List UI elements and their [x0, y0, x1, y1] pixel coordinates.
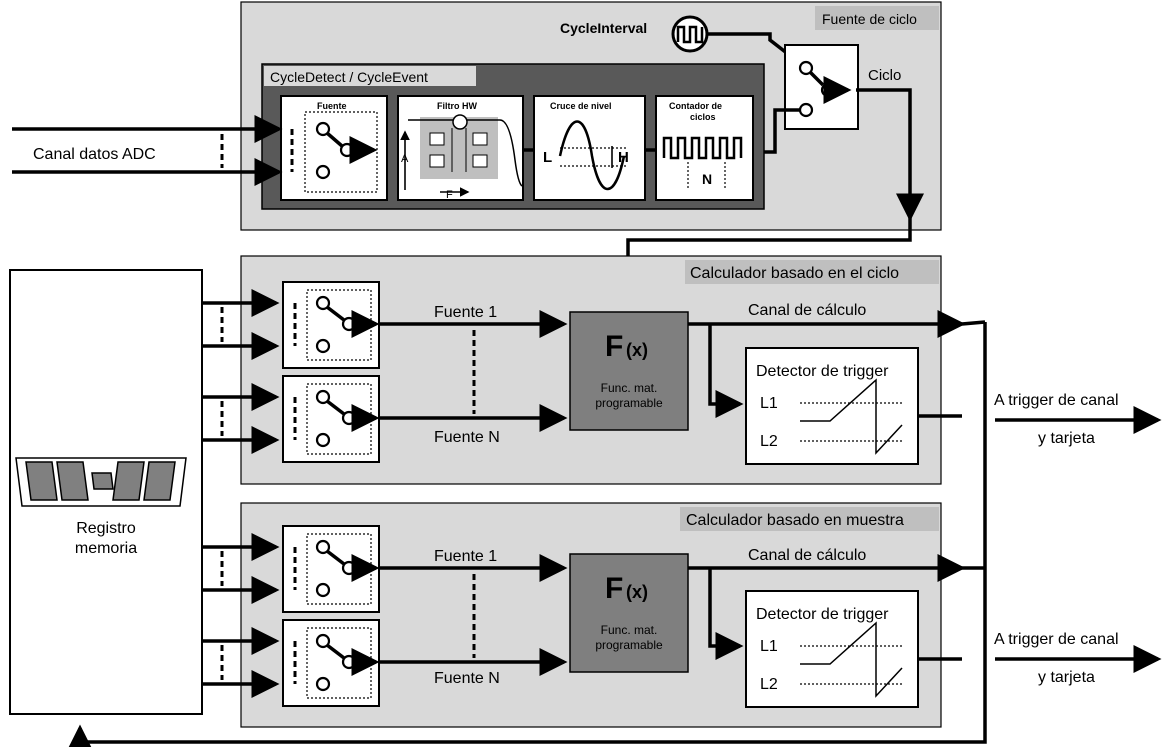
adc-label: Canal datos ADC	[33, 146, 156, 163]
memory-label-line2: memoria	[75, 540, 137, 557]
calc1-trigger-title: Detector de trigger	[756, 363, 889, 380]
filter-axis-a: A	[401, 153, 409, 165]
calc2-source-first: Fuente 1	[434, 548, 497, 565]
cycle-output-label: Ciclo	[868, 67, 901, 84]
calc2-trigger-detector: Detector de trigger L1 L2	[745, 590, 919, 708]
level-cross-block: Cruce de nivel L H	[533, 95, 646, 201]
calc1-source-last: Fuente N	[434, 429, 500, 446]
calc1-function-symbol: F	[605, 330, 623, 363]
memory-chip-icon	[25, 461, 176, 501]
cycle-calculator-panel: Calculador basado en el ciclo Fuente	[240, 255, 966, 485]
calc1-function-arg: (x)	[626, 340, 648, 360]
calc2-output-label: Canal de cálculo	[748, 547, 866, 564]
level-cross-title: Cruce de nivel	[550, 101, 612, 111]
calc2-trigger-l2: L2	[760, 676, 778, 693]
feedback-line	[66, 322, 987, 747]
filter-block-title: Filtro HW	[437, 101, 477, 111]
memory-label-line1: Registro	[76, 520, 136, 537]
level-high-label: H	[618, 149, 629, 166]
calc1-function-desc1: Func. mat.	[601, 381, 658, 395]
memory-register: Registro memoria	[9, 269, 203, 715]
calc2-function-symbol: F	[605, 572, 623, 605]
calc1-output-label: Canal de cálculo	[748, 302, 866, 319]
calc2-trigger-out-line2: y tarjeta	[1038, 669, 1095, 686]
calc1-trigger-out-line2: y tarjeta	[1038, 430, 1095, 447]
calc2-function-arg: (x)	[626, 582, 648, 602]
calc1-source-switch-n	[282, 375, 380, 463]
calc2-title: Calculador basado en muestra	[686, 512, 904, 529]
calc2-function-block: F (x) Func. mat. programable	[569, 553, 689, 673]
calc1-trigger-detector: Detector de trigger L1 L2	[745, 347, 919, 465]
calc2-source-last: Fuente N	[434, 670, 500, 687]
calc1-function-block: F (x) Func. mat. programable	[569, 311, 689, 431]
source-block: Fuente	[280, 95, 388, 201]
calc2-function-desc2: programable	[595, 638, 663, 652]
calc1-title: Calculador basado en el ciclo	[690, 265, 899, 282]
counter-title-line1: Contador de	[669, 101, 722, 111]
calc2-source-switch-1	[282, 525, 380, 613]
cycle-selector-switch	[784, 44, 859, 130]
calc2-trigger-l1: L1	[760, 638, 778, 655]
calc1-memory-links	[202, 289, 280, 454]
source-block-title: Fuente	[317, 101, 347, 111]
cycle-output-line	[856, 88, 924, 222]
calc1-trigger-l2: L2	[760, 433, 778, 450]
cycle-source-title: Fuente de ciclo	[822, 11, 917, 27]
calc1-source-switch-1	[282, 281, 380, 369]
counter-title-line2: ciclos	[690, 112, 716, 122]
calc1-function-desc2: programable	[595, 396, 663, 410]
cycle-detect-title: CycleDetect / CycleEvent	[270, 69, 428, 85]
calc1-trigger-l1: L1	[760, 395, 778, 412]
calc2-function-desc1: Func. mat.	[601, 623, 658, 637]
calc2-trigger-out-line1: A trigger de canal	[994, 631, 1119, 648]
counter-n-label: N	[702, 171, 712, 187]
calc2-memory-links	[202, 533, 280, 698]
filter-block: Filtro HW A F	[397, 95, 524, 201]
calc2-source-switch-n	[282, 619, 380, 707]
adc-input: Canal datos ADC	[12, 115, 283, 186]
cycle-source-panel: Fuente de ciclo CycleInterval Ciclo Cycl…	[240, 1, 942, 231]
calc1-trigger-out-line1: A trigger de canal	[994, 392, 1119, 409]
sample-calculator-panel: Calculador basado en muestra Fuente 1 Fu…	[240, 502, 966, 728]
filter-axis-f: F	[446, 189, 453, 201]
calc2-trigger-title: Detector de trigger	[756, 606, 889, 623]
cycle-interval-label: CycleInterval	[560, 20, 647, 36]
calc1-source-first: Fuente 1	[434, 304, 497, 321]
counter-to-selector-line	[763, 108, 800, 154]
square-wave-icon	[671, 15, 709, 53]
level-low-label: L	[543, 149, 552, 166]
cycle-counter-block: Contador de ciclos N	[655, 95, 754, 201]
